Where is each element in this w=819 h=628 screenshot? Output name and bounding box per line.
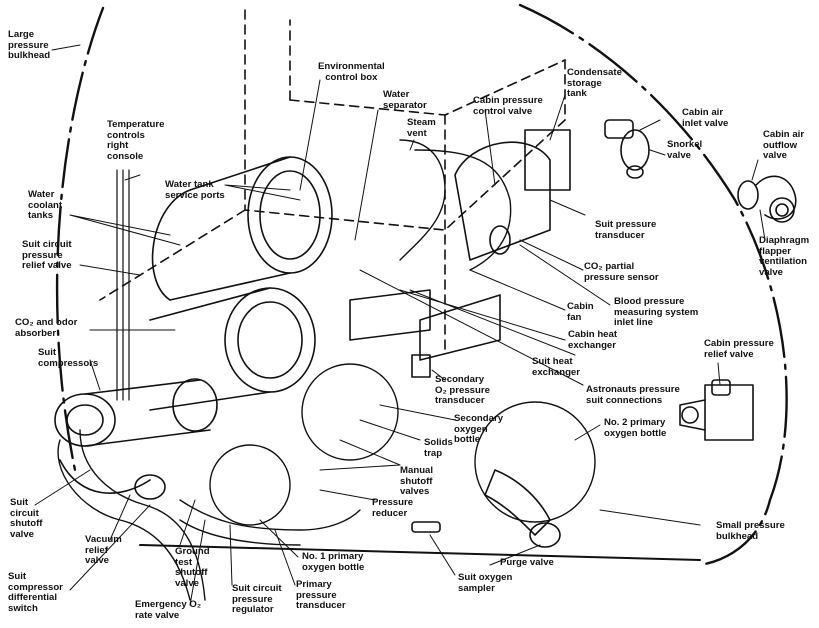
label-cabin-air-inlet-valve: Cabin air inlet valve — [682, 107, 729, 129]
label-astronauts-pressure-suit-connections: Astronauts pressure suit connections — [586, 384, 680, 406]
label-primary-pressure-transducer: Primary pressure transducer — [296, 579, 346, 612]
large-pressure-bulkhead-outline — [55, 6, 105, 472]
label-suit-compressor-differential-switch: Suit compressor differential switch — [8, 571, 63, 614]
suit-compressor-drawing — [54, 378, 218, 500]
cabin-heat-exchanger-drawing — [349, 129, 571, 361]
label-suit-oxygen-sampler: Suit oxygen sampler — [458, 572, 513, 594]
label-cabin-heat-exchanger: Cabin heat exchanger — [568, 329, 618, 351]
label-water-separator: Water separator — [383, 89, 427, 111]
label-solids-trap: Solids trap — [424, 437, 453, 459]
water-coolant-tank-drawing — [149, 156, 333, 411]
label-ground-test-shutoff-valve: Ground test shutoff valve — [175, 546, 210, 589]
small-pressure-bulkhead-outline — [518, 3, 788, 567]
label-temperature-controls-right-console: Temperature controls right console — [107, 119, 165, 162]
label-suit-circuit-pressure-relief-valve: Suit circuit pressure relief valve — [22, 239, 72, 272]
label-small-pressure-bulkhead: Small pressure bulkhead — [716, 520, 785, 542]
label-blood-pressure-measuring-system-inlet-line: Blood pressure measuring system inlet li… — [614, 296, 699, 329]
environmental-control-box-outline — [99, 9, 566, 351]
suit-oxygen-sampler-drawing — [411, 521, 441, 533]
label-suit-pressure-transducer: Suit pressure transducer — [595, 219, 657, 241]
label-cabin-pressure-relief-valve: Cabin pressure relief valve — [704, 338, 774, 360]
label-co2-partial-pressure-sensor: CO₂ partial pressure sensor — [584, 261, 659, 283]
label-co2-and-odor-absorber: CO₂ and odor absorber — [15, 317, 78, 339]
label-suit-heat-exchanger: Suit heat exchanger — [532, 356, 580, 378]
secondary-o2-pressure-transducer-drawing — [411, 354, 431, 378]
label-emergency-o2-rate-valve: Emergency O₂ rate valve — [135, 599, 202, 621]
purge-valve-drawing — [484, 469, 561, 548]
label-water-coolant-tanks: Water coolant tanks — [28, 189, 63, 222]
label-suit-circuit-shutoff-valve: Suit circuit shutoff valve — [10, 497, 43, 540]
cabin-air-outflow-valve-drawing — [737, 175, 797, 223]
label-no2-primary-oxygen-bottle: No. 2 primary oxygen bottle — [604, 417, 667, 439]
floor-line — [139, 544, 701, 561]
label-vacuum-relief-valve: Vacuum relief valve — [85, 534, 122, 567]
label-steam-vent: Steam vent — [407, 117, 436, 139]
snorkel-valve-drawing — [604, 119, 650, 179]
no2-primary-oxygen-bottle-drawing — [474, 401, 596, 523]
suit-hose-drawing — [57, 139, 512, 601]
label-suit-compressors: Suit compressors — [38, 347, 99, 369]
label-snorkel-valve: Snorkel valve — [667, 139, 703, 161]
label-no1-primary-oxygen-bottle: No. 1 primary oxygen bottle — [302, 551, 365, 573]
label-purge-valve: Purge valve — [500, 557, 554, 568]
label-secondary-oxygen-bottle: Secondary oxygen bottle — [454, 413, 504, 446]
label-large-pressure-bulkhead: Large pressure bulkhead — [8, 29, 51, 62]
label-diaphragm-flapper-ventilation-valve: Diaphragm flapper ventilation valve — [759, 235, 810, 278]
label-manual-shutoff-valves: Manual shutoff valves — [400, 465, 434, 498]
cabin-pressure-relief-valve-drawing — [679, 379, 754, 441]
label-water-tank-service-ports: Water tank service ports — [165, 179, 225, 201]
temperature-controls-tubes — [116, 169, 130, 401]
label-environmental-control-box: Environmental control box — [318, 61, 385, 83]
label-secondary-o2-pressure-transducer: Secondary O₂ pressure transducer — [435, 374, 490, 407]
leader-lines — [34, 44, 766, 606]
label-suit-circuit-pressure-regulator: Suit circuit pressure regulator — [232, 583, 282, 616]
label-condensate-storage-tank: Condensate storage tank — [567, 67, 622, 100]
label-cabin-fan: Cabin fan — [567, 301, 594, 323]
no1-primary-oxygen-bottle-drawing — [209, 444, 291, 526]
label-cabin-air-outflow-valve: Cabin air outflow valve — [763, 129, 805, 162]
secondary-oxygen-bottle-drawing — [301, 363, 399, 461]
label-cabin-pressure-control-valve: Cabin pressure control valve — [473, 95, 543, 117]
label-pressure-reducer: Pressure reducer — [372, 497, 414, 519]
